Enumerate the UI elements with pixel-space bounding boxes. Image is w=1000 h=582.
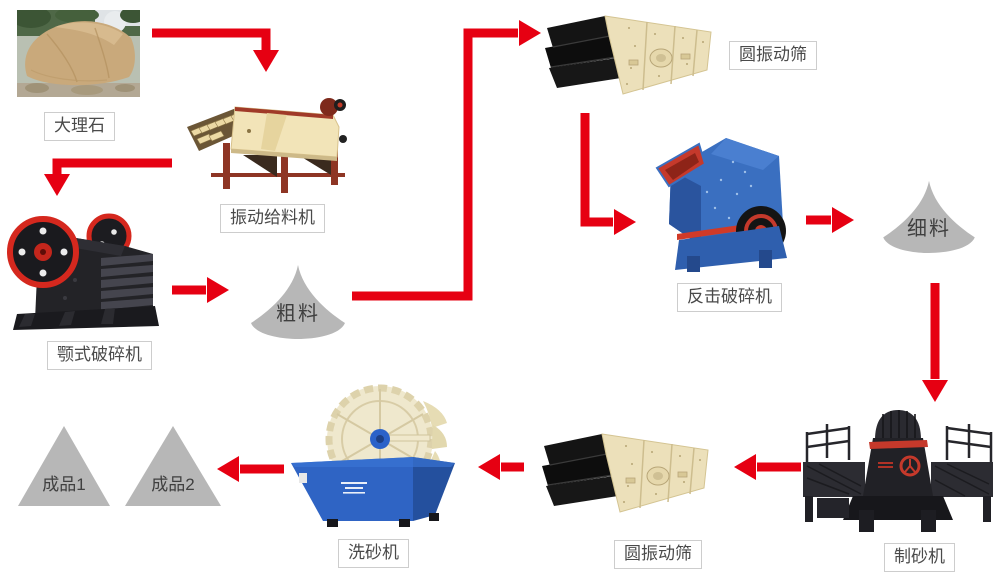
- vibrating-feeder-label-text: 振动给料机: [230, 208, 315, 227]
- marble-rock-photo: [17, 10, 140, 97]
- product-1-triangle: [18, 426, 110, 506]
- marble-rock-image: [17, 10, 140, 97]
- vibrating-feeder-image: [183, 85, 355, 197]
- sand-maker-image: [795, 406, 1000, 534]
- arrow-impact-crusher-to-fine-pile: [806, 207, 854, 233]
- arrow-feeder-to-jaw-crusher: [44, 158, 172, 196]
- jaw-crusher-label: 颚式破碎机: [47, 341, 152, 370]
- sand-maker-svg: [803, 410, 993, 532]
- product-1-shape: 成品1: [16, 424, 112, 508]
- arrow-washer-to-product-2: [217, 456, 284, 482]
- top-screen-svg: [545, 15, 712, 95]
- bottom-screen-label-text: 圆振动筛: [624, 544, 692, 563]
- impact-crusher-label: 反击破碎机: [677, 283, 782, 312]
- coarse-pile-label: 粗料: [276, 303, 320, 325]
- marble-label-text: 大理石: [54, 116, 105, 135]
- arrow-top-screen-to-impact-crusher: [580, 113, 636, 235]
- product-2-triangle: [125, 426, 221, 506]
- sand-washer-label-text: 洗砂机: [348, 543, 399, 562]
- sand-washer-label: 洗砂机: [338, 539, 409, 568]
- product-2-shape: 成品2: [123, 424, 223, 508]
- bottom-screen-svg: [542, 433, 709, 513]
- fine-pile-svg: [883, 180, 975, 254]
- arrow-jaw-crusher-to-coarse-pile: [172, 277, 229, 303]
- sand-washer-image: [283, 383, 469, 528]
- arrow-bottom-screen-to-washer: [478, 454, 524, 480]
- impact-crusher-label-text: 反击破碎机: [687, 287, 772, 306]
- product-1-label: 成品1: [42, 475, 86, 494]
- jaw-crusher-svg: [7, 213, 159, 330]
- arrow-marble-to-feeder: [152, 28, 279, 72]
- top-screen-label: 圆振动筛: [729, 41, 817, 70]
- coarse-pile-svg: [251, 265, 345, 339]
- marble-label: 大理石: [44, 112, 115, 141]
- impact-crusher-image: [641, 128, 801, 280]
- jaw-crusher-image: [5, 206, 163, 338]
- product-2-label: 成品2: [151, 475, 195, 494]
- bottom-screen-label: 圆振动筛: [614, 540, 702, 569]
- impact-crusher-svg: [655, 138, 787, 272]
- sand-washer-svg: [291, 384, 455, 527]
- arrow-coarse-pile-to-top-screen: [352, 20, 541, 301]
- arrow-fine-pile-to-sand-maker: [922, 283, 948, 402]
- sand-maker-label-text: 制砂机: [894, 547, 945, 566]
- jaw-crusher-label-text: 颚式破碎机: [57, 345, 142, 364]
- top-screen-label-text: 圆振动筛: [739, 45, 807, 64]
- fine-pile-label: 细料: [907, 218, 951, 240]
- top-screen-image: [541, 6, 715, 101]
- vibrating-feeder-label: 振动给料机: [220, 204, 325, 233]
- coarse-pile-shape: [243, 262, 353, 340]
- vibrating-feeder-svg: [187, 98, 347, 193]
- arrow-sand-maker-to-bottom-screen: [734, 454, 801, 480]
- sand-maker-label: 制砂机: [884, 543, 955, 572]
- fine-pile-shape: [873, 178, 985, 254]
- bottom-screen-image: [538, 424, 712, 519]
